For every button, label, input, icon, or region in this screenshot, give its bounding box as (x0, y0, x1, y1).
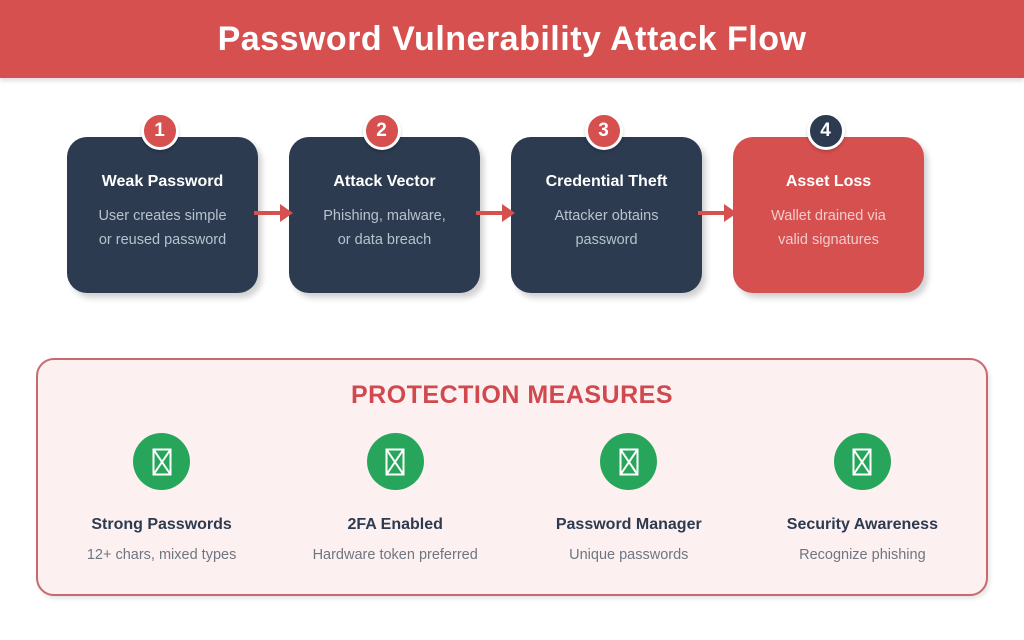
protection-item-description: Recognize phishing (799, 547, 926, 563)
step-description-line: Attacker obtains (554, 208, 659, 224)
step-description-line: password (575, 232, 638, 248)
step-number-badge: 2 (362, 112, 401, 150)
tofu-missing-glyph-icon (833, 433, 891, 490)
arrow-shaft (254, 211, 282, 215)
attack-flow-row: 1 Weak Password User creates simple or r… (67, 112, 924, 293)
protection-items-row: Strong Passwords 12+ chars, mixed types … (38, 433, 986, 563)
flow-step-attack-vector: 2 Attack Vector Phishing, malware, or da… (289, 112, 480, 293)
arrow-shaft (698, 211, 726, 215)
tofu-missing-glyph-icon (366, 433, 424, 490)
protection-item-security-awareness: Security Awareness Recognize phishing (752, 433, 972, 563)
step-description-line: Phishing, malware, (323, 208, 446, 224)
flow-arrow-icon (698, 137, 737, 293)
arrow-head (280, 204, 293, 222)
step-description-line: or data breach (337, 232, 432, 248)
step-number-badge: 4 (806, 112, 845, 150)
step-title: Attack Vector (333, 173, 436, 190)
protection-item-description: Hardware token preferred (312, 547, 478, 563)
step-title: Weak Password (101, 173, 224, 190)
protection-item-label: Strong Passwords (91, 516, 232, 533)
protection-item-label: 2FA Enabled (347, 516, 443, 533)
flow-step-asset-loss: 4 Asset Loss Wallet drained via valid si… (733, 112, 924, 293)
protection-measures-panel: PROTECTION MEASURES Strong Passwords 12+… (36, 358, 988, 596)
protection-item-2fa-enabled: 2FA Enabled Hardware token preferred (285, 433, 505, 563)
protection-item-strong-passwords: Strong Passwords 12+ chars, mixed types (52, 433, 272, 563)
arrow-head (724, 204, 737, 222)
protection-measures-title: PROTECTION MEASURES (350, 381, 674, 409)
arrow-shaft (476, 211, 504, 215)
protection-item-password-manager: Password Manager Unique passwords (519, 433, 739, 563)
flow-step-credential-theft: 3 Credential Theft Attacker obtains pass… (511, 112, 702, 293)
flow-arrow-icon (254, 137, 293, 293)
page-title: Password Vulnerability Attack Flow (217, 19, 807, 58)
step-number-badge: 1 (140, 112, 179, 150)
tofu-missing-glyph-icon (600, 433, 658, 490)
step-number-badge: 3 (584, 112, 623, 150)
flow-step-weak-password: 1 Weak Password User creates simple or r… (67, 112, 258, 293)
protection-item-label: Password Manager (555, 516, 702, 533)
step-description-line: or reused password (98, 232, 227, 248)
protection-item-description: 12+ chars, mixed types (86, 547, 237, 563)
step-description-line: valid signatures (778, 232, 879, 248)
step-title: Asset Loss (785, 173, 872, 190)
step-title: Credential Theft (545, 173, 668, 190)
protection-item-description: Unique passwords (569, 547, 689, 563)
step-description-line: User creates simple (98, 208, 227, 224)
protection-item-label: Security Awareness (786, 516, 938, 533)
tofu-missing-glyph-icon (133, 433, 191, 490)
arrow-head (502, 204, 515, 222)
step-description-line: Wallet drained via (771, 208, 886, 224)
header-banner: Password Vulnerability Attack Flow (0, 0, 1024, 78)
flow-arrow-icon (476, 137, 515, 293)
